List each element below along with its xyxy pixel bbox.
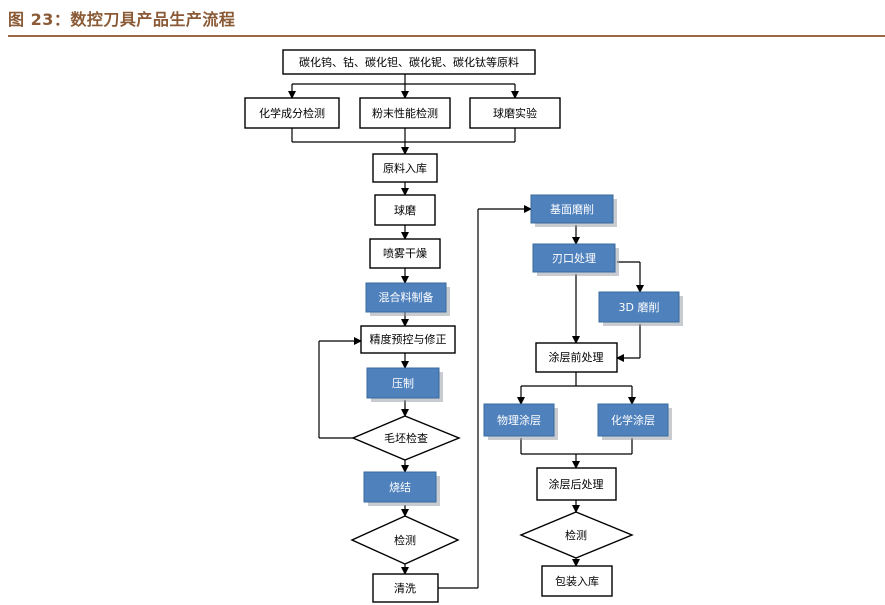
svg-text:物理涂层: 物理涂层 xyxy=(497,413,541,427)
svg-text:碳化钨、钴、碳化钽、碳化铌、碳化钛等原料: 碳化钨、钴、碳化钽、碳化铌、碳化钛等原料 xyxy=(299,55,519,69)
node-cvd: 化学涂层 xyxy=(597,403,672,440)
svg-text:检测: 检测 xyxy=(394,533,416,547)
svg-text:基面磨削: 基面磨削 xyxy=(550,202,594,216)
figure-title: 图 23：数控刀具产品生产流程 xyxy=(8,10,236,29)
svg-text:混合料制备: 混合料制备 xyxy=(379,290,434,304)
svg-text:涂层后处理: 涂层后处理 xyxy=(549,477,604,491)
node-blank-check: 毛坯检查 xyxy=(351,415,461,461)
node-pre-coat: 涂层前处理 xyxy=(535,342,618,373)
node-precision: 精度预控与修正 xyxy=(360,325,456,354)
node-raw-materials: 碳化钨、钴、碳化钽、碳化铌、碳化钛等原料 xyxy=(282,49,536,75)
svg-text:化学成分检测: 化学成分检测 xyxy=(259,106,325,120)
svg-text:压制: 压制 xyxy=(392,377,414,390)
svg-text:球磨实验: 球磨实验 xyxy=(493,106,537,120)
node-chem-test: 化学成分检测 xyxy=(244,97,340,129)
svg-text:清洗: 清洗 xyxy=(394,582,416,595)
svg-text:粉末性能检测: 粉末性能检测 xyxy=(372,106,438,120)
node-edge-proc: 刃口处理 xyxy=(532,243,619,276)
node-ball-mill: 球磨 xyxy=(374,194,436,226)
node-ball-test: 球磨实验 xyxy=(469,97,561,129)
node-sinter: 烧结 xyxy=(363,471,440,506)
node-mix-prep: 混合料制备 xyxy=(365,282,450,316)
svg-text:检测: 检测 xyxy=(565,528,587,542)
svg-text:原料入库: 原料入库 xyxy=(383,161,427,175)
connectors xyxy=(288,74,532,589)
svg-text:化学涂层: 化学涂层 xyxy=(611,413,655,427)
node-3d-grind: 3D 磨削 xyxy=(598,291,683,326)
title-rule xyxy=(8,35,885,37)
node-pack: 包装入库 xyxy=(541,565,613,597)
svg-text:喷雾干燥: 喷雾干燥 xyxy=(383,247,427,260)
svg-text:球磨: 球磨 xyxy=(394,203,416,217)
node-base-grind: 基面磨削 xyxy=(530,194,617,227)
svg-text:3D 磨削: 3D 磨削 xyxy=(619,300,660,314)
node-powder-test: 粉末性能检测 xyxy=(359,97,451,129)
svg-text:毛坯检查: 毛坯检查 xyxy=(384,431,428,445)
node-spray-dry: 喷雾干燥 xyxy=(369,238,441,269)
svg-text:涂层前处理: 涂层前处理 xyxy=(549,350,604,364)
svg-text:包装入库: 包装入库 xyxy=(555,575,599,588)
node-press: 压制 xyxy=(366,367,443,402)
svg-text:烧结: 烧结 xyxy=(389,481,411,494)
connectors-right xyxy=(517,225,644,567)
node-pvd: 物理涂层 xyxy=(483,403,558,440)
node-post-coat: 涂层后处理 xyxy=(536,467,617,501)
node-clean: 清洗 xyxy=(372,573,439,603)
node-inspect-1: 检测 xyxy=(350,515,460,565)
svg-text:精度预控与修正: 精度预控与修正 xyxy=(370,332,447,346)
node-storage: 原料入库 xyxy=(372,153,438,183)
svg-text:刃口处理: 刃口处理 xyxy=(552,252,596,265)
node-inspect-2: 检测 xyxy=(519,511,634,559)
